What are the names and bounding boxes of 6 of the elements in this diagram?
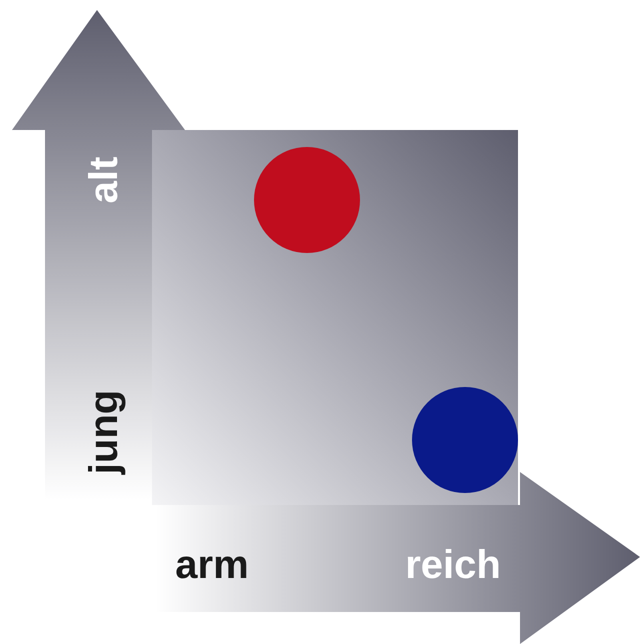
axis-label: reich xyxy=(405,545,501,585)
axis-label: arm xyxy=(175,545,249,585)
data-point xyxy=(254,147,360,253)
axis-label: jung xyxy=(84,390,124,474)
data-point xyxy=(412,387,518,493)
axis-label: alt xyxy=(84,156,124,204)
